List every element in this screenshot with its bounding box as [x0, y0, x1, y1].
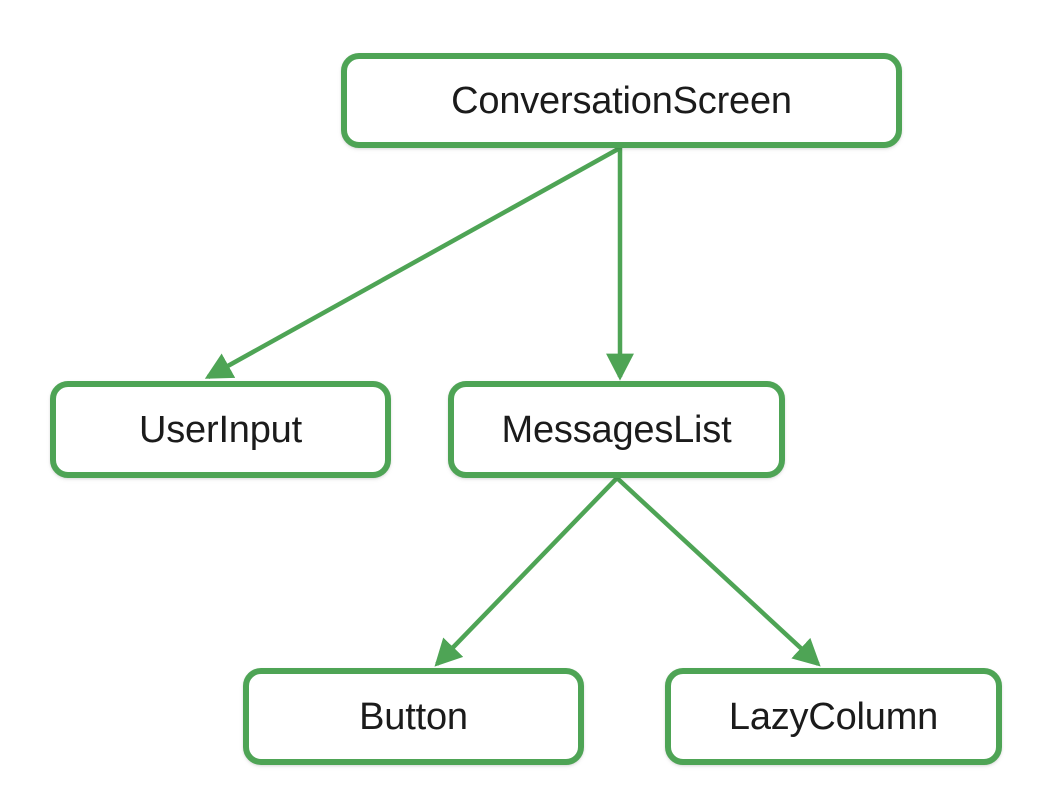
node-button[interactable]: Button: [243, 668, 584, 765]
node-label-lazycolumn: LazyColumn: [728, 695, 939, 738]
node-messageslist[interactable]: MessagesList: [448, 381, 785, 478]
node-label-conversationscreen: ConversationScreen: [451, 79, 792, 122]
node-label-button: Button: [359, 695, 468, 738]
node-label-messageslist: MessagesList: [501, 408, 732, 451]
node-lazycolumn[interactable]: LazyColumn: [665, 668, 1002, 765]
node-userinput[interactable]: UserInput: [50, 381, 391, 478]
node-conversationscreen[interactable]: ConversationScreen: [341, 53, 902, 148]
node-label-userinput: UserInput: [139, 408, 302, 451]
edge-conversationscreen-userinput: [204, 146, 622, 379]
edge-messageslist-button: [434, 476, 619, 667]
edge-messageslist-lazycolumn: [615, 476, 821, 667]
